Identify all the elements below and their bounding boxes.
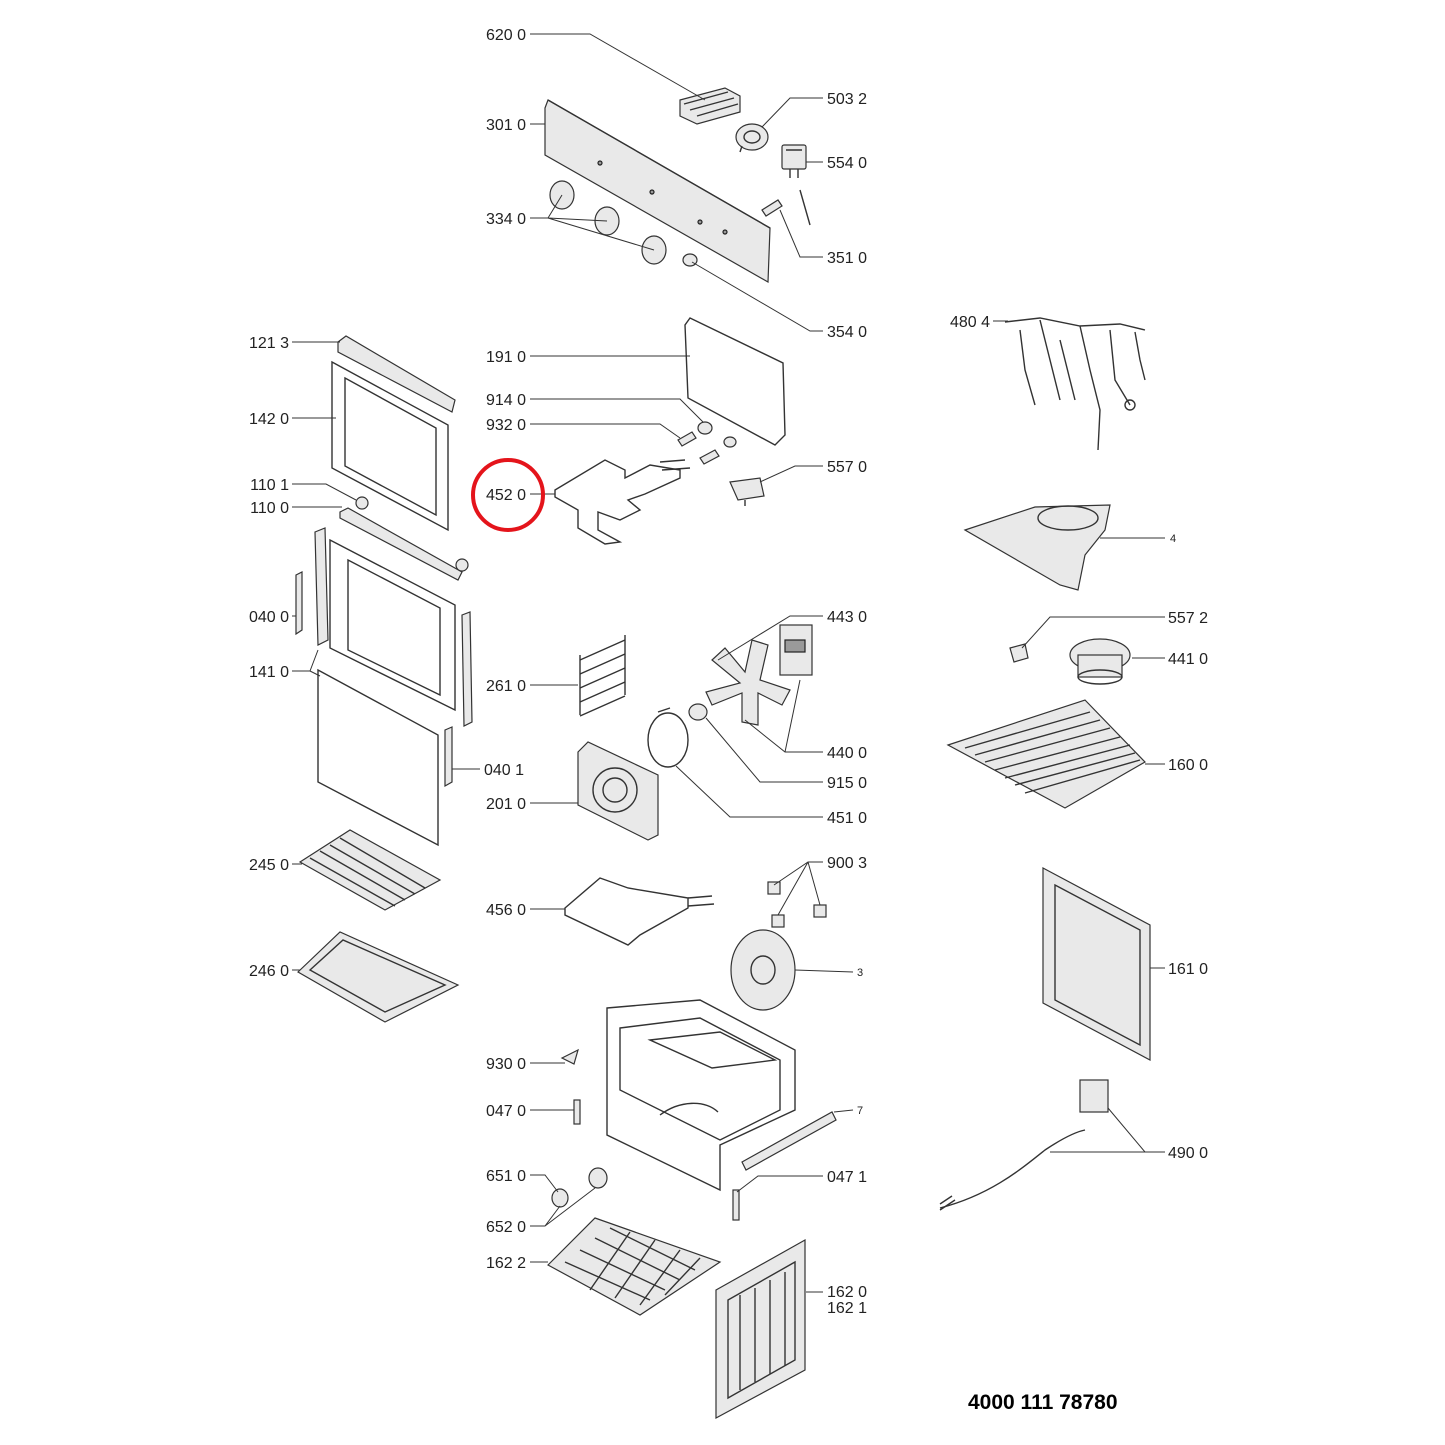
side-rack-part: [579, 635, 626, 717]
fan-cover-part: [577, 741, 659, 841]
label-452-0: 452 0: [486, 487, 526, 504]
door-seal-part: [684, 317, 786, 446]
sensor-part: [761, 189, 811, 226]
label-915-0: 915 0: [827, 775, 867, 792]
label-4: 4: [1170, 533, 1176, 545]
element-fixings-part: [677, 421, 737, 465]
label-201-0: 201 0: [486, 796, 526, 813]
label-334-0: 334 0: [486, 211, 526, 228]
label-161-0: 161 0: [1168, 961, 1208, 978]
label-110-0: 110 0: [250, 500, 289, 517]
fan-nut-part: [688, 703, 708, 721]
label-490-0: 490 0: [1168, 1145, 1208, 1162]
label-162-1: 162 1: [827, 1300, 867, 1317]
fan-motor-part: [779, 624, 813, 676]
lamp-holders-part: [767, 881, 827, 928]
label-554-0: 554 0: [827, 155, 867, 172]
door-hinges-part: [295, 527, 473, 788]
label-142-0: 142 0: [249, 411, 289, 428]
top-cover-part: [946, 699, 1146, 809]
control-panel-part: [544, 99, 771, 284]
wiring-harness-part: [1004, 317, 1146, 451]
label-443-0: 443 0: [827, 609, 867, 626]
label-900-3: 900 3: [827, 855, 867, 872]
highlight-circle: [471, 458, 545, 532]
label-503-2: 503 2: [827, 91, 867, 108]
label-246-0: 246 0: [249, 963, 289, 980]
label-301-0: 301 0: [486, 117, 526, 134]
thermostat-557-part: [729, 477, 765, 506]
fan-back-plate-part: [730, 929, 796, 1011]
grill-element-part: [554, 459, 691, 545]
mains-cable-part: [939, 1079, 1109, 1211]
label-932-0: 932 0: [486, 417, 526, 434]
fan-housing-cover-part: [963, 504, 1111, 591]
label-245-0: 245 0: [249, 857, 289, 874]
label-261-0: 261 0: [486, 678, 526, 695]
fan-blade-part: [705, 639, 791, 726]
label-620-0: 620 0: [486, 27, 526, 44]
label-914-0: 914 0: [486, 392, 526, 409]
label-652-0: 652 0: [486, 1219, 526, 1236]
lower-element-part: [564, 877, 715, 946]
side-rail-part: [732, 1111, 837, 1221]
inner-door-glass-part: [317, 538, 456, 847]
leader-lines: [292, 33, 1165, 1293]
side-grid-panel-part: [715, 1238, 806, 1420]
label-047-1: 047 1: [827, 1169, 867, 1186]
cooling-fan-part: [1069, 638, 1131, 685]
label-047-0: 047 0: [486, 1103, 526, 1120]
label-930-0: 930 0: [486, 1056, 526, 1073]
label-557-0: 557 0: [827, 459, 867, 476]
thermostat-part: [735, 123, 769, 153]
label-456-0: 456 0: [486, 902, 526, 919]
small-components-part: [551, 1048, 608, 1208]
back-panel-part: [1042, 867, 1151, 1061]
label-351-0: 351 0: [827, 250, 867, 267]
baking-tray-part: [297, 931, 460, 1023]
label-557-2: 557 2: [1168, 610, 1208, 627]
oven-cavity-part: [606, 999, 796, 1192]
outer-door-glass-part: [331, 360, 449, 532]
label-040-0: 040 0: [249, 609, 289, 626]
label-040-1: 040 1: [484, 762, 524, 779]
label-141-0: 141 0: [249, 664, 289, 681]
door-handle-part: [339, 496, 469, 581]
label-7: 7: [857, 1105, 863, 1117]
label-440-0: 440 0: [827, 745, 867, 762]
label-191-0: 191 0: [486, 349, 526, 366]
label-162-2: 162 2: [486, 1255, 526, 1272]
label-121-3: 121 3: [249, 335, 289, 352]
door-top-profile-part: [337, 335, 456, 413]
shelf-guard-part: [547, 1217, 722, 1316]
circular-element-part: [647, 707, 689, 768]
safety-thermostat-part: [1009, 643, 1029, 663]
label-480-4: 480 4: [950, 314, 990, 331]
terminal-block-part: [679, 87, 741, 125]
wire-shelf-part: [298, 829, 442, 911]
label-651-0: 651 0: [486, 1168, 526, 1185]
label-451-0: 451 0: [827, 810, 867, 827]
label-3: 3: [857, 967, 863, 979]
label-441-0: 441 0: [1168, 651, 1208, 668]
part-labels: 620 0 503 2 301 0 554 0 334 0 351 0 354 …: [249, 27, 1208, 1317]
switch-part: [781, 144, 807, 178]
label-160-0: 160 0: [1168, 757, 1208, 774]
label-110-1: 110 1: [250, 477, 289, 494]
label-162-0: 162 0: [827, 1284, 867, 1301]
label-354-0: 354 0: [827, 324, 867, 341]
document-number: 4000 111 78780: [968, 1391, 1118, 1414]
